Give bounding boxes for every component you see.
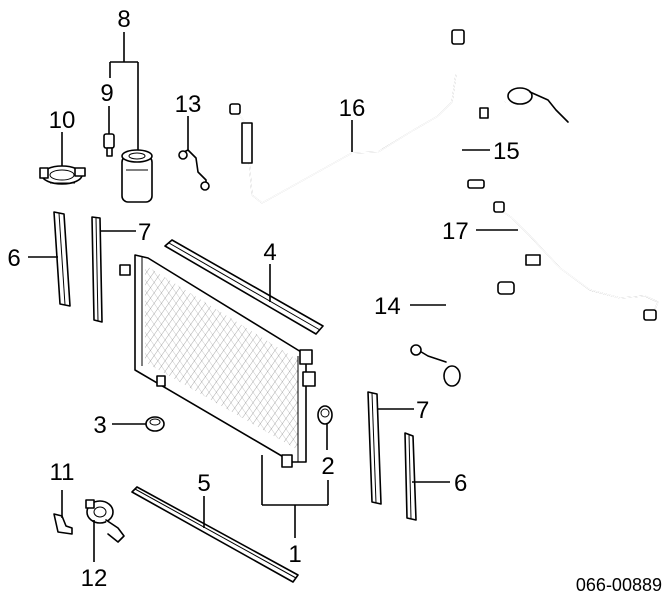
callout-7-right: 7: [416, 397, 429, 424]
suction-pipe: [493, 201, 659, 321]
mount-cushion: [317, 405, 333, 425]
callout-2: 2: [321, 453, 334, 480]
grommet: [145, 416, 165, 432]
callout-11: 11: [50, 459, 75, 486]
callout-6-right: 6: [454, 470, 467, 497]
callout-15: 15: [493, 138, 520, 165]
callout-10: 10: [49, 107, 76, 134]
callout-12: 12: [81, 565, 108, 592]
side-seal-7-right: [367, 391, 382, 505]
sensor-bracket: [85, 499, 125, 543]
lower-seal: [131, 486, 299, 583]
callout-13: 13: [175, 91, 202, 118]
pipe-fitting: [178, 149, 210, 191]
callout-4: 4: [263, 239, 276, 266]
receiver-drier: [121, 149, 153, 203]
side-seal-right: [404, 432, 417, 521]
bracket-clip: [53, 513, 73, 535]
callout-16: 16: [339, 95, 366, 122]
callout-14: 14: [374, 293, 401, 320]
side-seal-left: [53, 211, 71, 307]
callout-6-left: 6: [7, 245, 20, 272]
pressure-switch: [103, 133, 115, 157]
callout-1: 1: [288, 541, 301, 568]
callout-labels: 8 9 10 13 16 15 17 7 6 4 14 3 7 2 11 5 6…: [7, 6, 662, 595]
callout-8: 8: [117, 6, 130, 33]
condenser: [119, 254, 316, 468]
suction-hose: [410, 280, 515, 387]
leader-lines: [28, 32, 518, 562]
callout-17: 17: [442, 218, 469, 245]
drier-clamp: [39, 165, 86, 185]
callout-3: 3: [93, 412, 106, 439]
upper-seal: [164, 239, 324, 335]
discharge-hose: [454, 87, 569, 189]
liquid-pipe: [229, 29, 465, 204]
figure-code: 066-00889: [576, 575, 662, 595]
side-seal-7-left: [91, 216, 103, 323]
callout-7-left: 7: [138, 219, 151, 246]
callout-9: 9: [100, 80, 113, 107]
callout-5: 5: [197, 470, 210, 497]
